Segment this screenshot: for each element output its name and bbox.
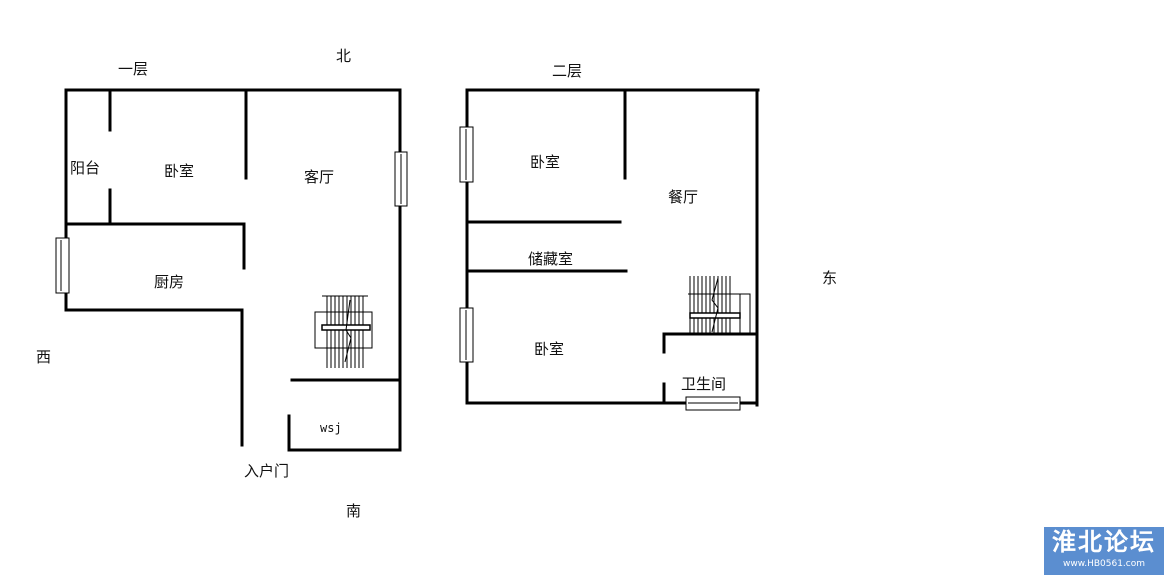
room-wsj: wsj [320,421,342,435]
room-dining-room: 餐厅 [668,188,699,206]
floor2-title: 二层 [552,62,583,80]
watermark-url: www.HB0561.com [1062,559,1146,569]
window-west-floor1 [55,237,70,294]
direction-west: 西 [36,348,52,366]
staircase-floor1 [314,295,373,368]
room-living-room: 客厅 [304,168,335,186]
direction-east: 东 [822,269,838,287]
direction-north: 北 [336,47,352,65]
direction-south: 南 [346,502,362,520]
room-bedroom-floor1: 卧室 [164,162,195,180]
watermark-logo: 淮北论坛 www.HB0561.com [1044,527,1164,575]
room-balcony: 阳台 [70,159,101,177]
entrance-door: 入户门 [244,462,290,480]
watermark-name: 淮北论坛 [1052,528,1156,556]
floor1-title: 一层 [118,60,149,78]
room-kitchen: 厨房 [154,273,185,291]
floor2-walls [465,88,760,407]
room-storage: 储藏室 [528,250,574,268]
room-bedroom-top-floor2: 卧室 [530,153,561,171]
room-bedroom-bottom-floor2: 卧室 [534,340,565,358]
staircase-floor2 [688,276,751,335]
room-bathroom: 卫生间 [681,375,727,393]
floor1-walls [64,88,402,452]
